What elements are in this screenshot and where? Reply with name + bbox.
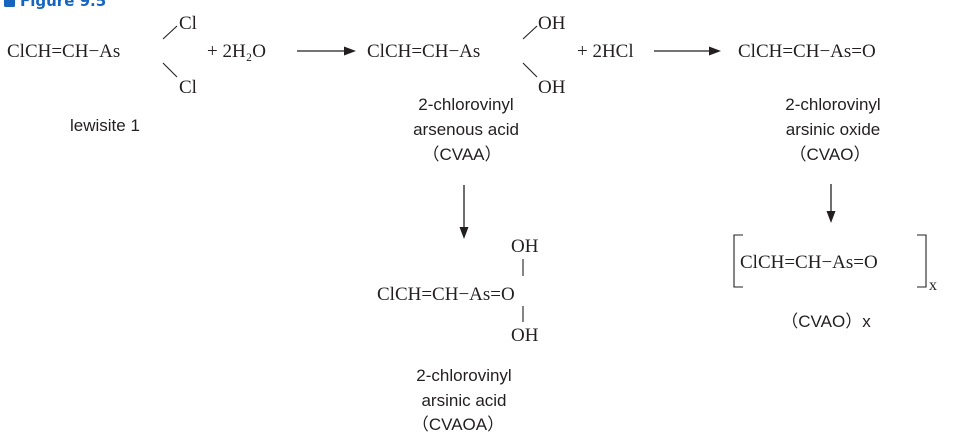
- lewisite-cl-bottom: Cl: [179, 77, 197, 98]
- arrow-down-icon: [826, 211, 836, 223]
- cvaoa-oh-bottom: OH: [511, 325, 539, 346]
- lewisite-structure: ClCH=CH−As Cl Cl: [7, 13, 197, 98]
- arrow-down-icon: [459, 227, 469, 239]
- cvaa-name-line2: arsenous acid: [413, 120, 519, 139]
- reaction-arrow-2: [654, 46, 721, 56]
- cvaoa-oh-top: OH: [511, 236, 539, 257]
- cvaa-abbr: （CVAA）: [422, 145, 501, 164]
- polymer-right-bracket: [917, 234, 927, 288]
- cvaa-oh-bottom: OH: [538, 77, 566, 98]
- reaction-arrow-down-1: [459, 185, 469, 239]
- plus-water: + 2H₂O: [207, 41, 266, 62]
- reaction-arrow-1: [297, 46, 356, 56]
- cvaa-structure: ClCH=CH−As OH OH: [367, 13, 566, 98]
- lewisite-name: lewisite 1: [70, 116, 140, 135]
- cvao-name-line1: 2-chlorovinyl: [785, 95, 880, 114]
- polymer-subscript: x: [929, 277, 937, 294]
- figure-label-square-icon: [4, 0, 15, 7]
- cvaoa-structure: OH ClCH=CH−As=O OH: [377, 236, 539, 346]
- figure-label: Figure 9.5: [4, 0, 106, 10]
- lewisite-bond-top: [162, 25, 178, 40]
- reaction-arrow-down-2: [826, 184, 836, 223]
- arrow-right-icon: [344, 46, 356, 56]
- lewisite-cl-top: Cl: [179, 13, 197, 34]
- cvaa-bond-bottom: [522, 62, 538, 78]
- polymer-formula: ClCH=CH−As=O: [740, 252, 878, 273]
- cvaa-name-line1: 2-chlorovinyl: [418, 95, 513, 114]
- lewisite-chain: ClCH=CH−As: [7, 41, 120, 62]
- polymer-left-bracket: [733, 234, 743, 288]
- cvaoa-name-line1: 2-chlorovinyl: [416, 366, 511, 385]
- lewisite-bond-bottom: [162, 62, 178, 78]
- cvao-abbr: （CVAO）: [790, 145, 871, 164]
- polymer-name: （CVAO）x: [781, 312, 871, 331]
- plus-hcl: + 2HCl: [577, 41, 634, 62]
- cvaoa-name-line2: arsinic acid: [421, 391, 506, 410]
- figure-label-text: Figure 9.5: [20, 0, 106, 10]
- cvao-name-line2: arsinic oxide: [786, 120, 881, 139]
- cvao-formula: ClCH=CH−As=O: [738, 41, 876, 62]
- cvaoa-abbr: （CVAOA）: [412, 415, 504, 434]
- cvaoa-chain: ClCH=CH−As=O: [377, 284, 515, 305]
- cvaa-oh-top: OH: [538, 13, 566, 34]
- arrow-right-icon: [709, 46, 721, 56]
- polymer-structure: ClCH=CH−As=O x: [733, 234, 937, 294]
- cvaa-bond-top: [522, 25, 538, 40]
- cvaa-chain: ClCH=CH−As: [367, 41, 480, 62]
